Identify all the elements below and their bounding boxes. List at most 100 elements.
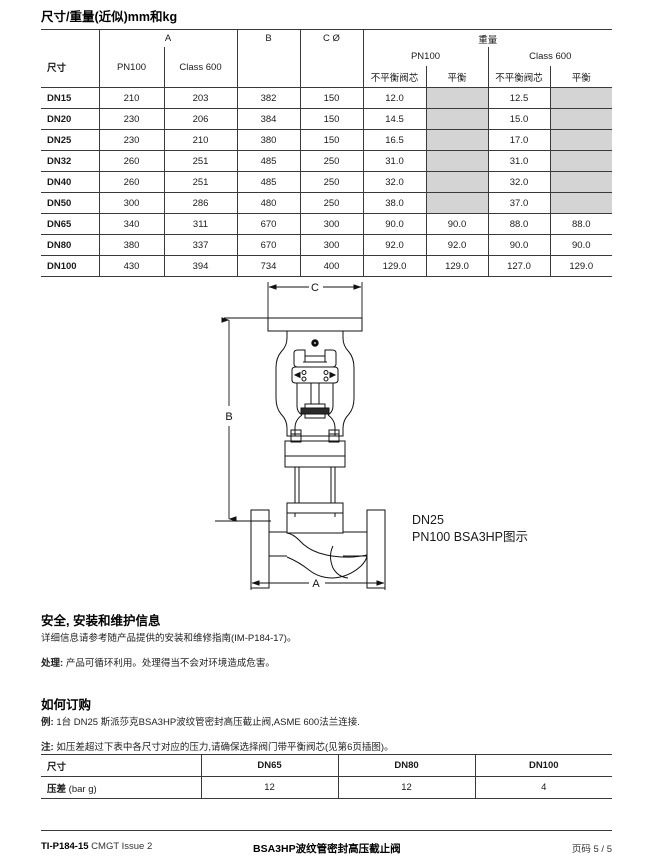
cell-size: DN100 [41, 255, 99, 277]
cell-w-c600-bal [549, 171, 613, 193]
cell-a-pn100: 210 [98, 87, 164, 109]
cell-w-pn100-unbal: 90.0 [362, 213, 426, 235]
cell-a-class600: 251 [163, 171, 237, 193]
safety-section: 安全, 安装和维护信息 详细信息请参考随产品提供的安装和维修指南(IM-P184… [41, 610, 296, 671]
valve-caption-line-2: PN100 BSA3HP图示 [412, 529, 529, 544]
cell-b: 480 [236, 192, 300, 214]
cell-w-pn100-bal [425, 171, 488, 193]
cell-c: 150 [299, 129, 363, 151]
cell-w-c600-bal [549, 192, 613, 214]
valve-body-flange [286, 502, 344, 534]
dimensions-weight-table: A B C Ø 重量 尺寸 PN100 Class 600 PN100 Clas… [41, 29, 613, 277]
cell-w-c600-bal [549, 150, 613, 172]
valve-indicator-plate [291, 366, 339, 384]
cell-w-c600-bal: 129.0 [549, 255, 613, 277]
cell-w-pn100-bal: 90.0 [425, 213, 488, 235]
cell-w-c600-bal [549, 108, 613, 130]
dimension-label-c: C [311, 282, 319, 294]
cell-w-pn100-bal [425, 108, 488, 130]
header-pn100-unbalanced: 不平衡阀芯 [362, 66, 426, 88]
cell-w-c600-bal: 90.0 [549, 234, 613, 256]
cell-w-c600-unbal: 12.5 [487, 87, 550, 109]
cell-w-pn100-bal [425, 192, 488, 214]
ordering-section-title: 如何订购 [41, 698, 92, 712]
cell-size: DN50 [41, 192, 99, 214]
pressure-value-dn65: 12 [200, 776, 338, 799]
cell-size: DN65 [41, 213, 99, 235]
disposal-text: 产品可循环利用。处理得当不会对环境造成危害。 [65, 657, 275, 669]
pressure-value-dn80: 12 [337, 776, 475, 799]
cell-a-class600: 203 [163, 87, 237, 109]
cell-b: 734 [236, 255, 300, 277]
cell-w-pn100-unbal: 129.0 [362, 255, 426, 277]
ordering-note-line: 注: 如压差超过下表中各尺寸对应的压力,请确保选择阀门带平衡阀芯(见第6页插图)… [41, 741, 394, 755]
cell-size: DN20 [41, 108, 99, 130]
valve-lower-yoke [290, 414, 340, 443]
cell-b: 670 [236, 213, 300, 235]
header-a: A [98, 29, 237, 47]
cell-c: 400 [299, 255, 363, 277]
valve-bonnet [275, 330, 355, 437]
pressure-table-header-row: 尺寸 DN65 DN80 DN100 [41, 754, 612, 777]
cell-c: 150 [299, 108, 363, 130]
cell-b: 485 [236, 150, 300, 172]
header-class600-unbalanced: 不平衡阀芯 [487, 66, 550, 88]
cell-c: 150 [299, 87, 363, 109]
cell-a-class600: 251 [163, 150, 237, 172]
header-a-pn100: PN100 [98, 47, 164, 88]
header-weight: 重量 [362, 29, 613, 47]
header-c: C Ø [299, 29, 363, 47]
cell-b: 670 [236, 234, 300, 256]
cell-w-c600-unbal: 37.0 [487, 192, 550, 214]
cell-w-c600-unbal: 88.0 [487, 213, 550, 235]
header-a-class600: Class 600 [163, 47, 237, 88]
pressure-label-text: 压差 [47, 783, 67, 795]
header-pn100-balanced: 平衡 [425, 66, 488, 88]
pressure-table-row-label: 压差 (bar g) [41, 776, 201, 799]
footer-doc-code: TI-P184-15 [41, 841, 89, 852]
cell-w-c600-unbal: 32.0 [487, 171, 550, 193]
cell-w-pn100-unbal: 14.5 [362, 108, 426, 130]
cell-a-pn100: 380 [98, 234, 164, 256]
dimension-label-a: A [312, 578, 320, 590]
pressure-table-size-label: 尺寸 [41, 754, 201, 777]
table-header-row-3: 不平衡阀芯 平衡 不平衡阀芯 平衡 [41, 66, 613, 88]
header-b-value [236, 47, 300, 88]
cell-size: DN32 [41, 150, 99, 172]
cell-a-pn100: 230 [98, 129, 164, 151]
ordering-section: 如何订购 例: 1台 DN25 斯派莎克BSA3HP波纹管密封高压截止阀,ASM… [41, 694, 394, 755]
valve-bellows [300, 403, 330, 419]
cell-w-pn100-bal: 129.0 [425, 255, 488, 277]
cell-a-class600: 311 [163, 213, 237, 235]
valve-body [250, 509, 386, 589]
cell-w-c600-unbal: 90.0 [487, 234, 550, 256]
ordering-note-label: 注: [41, 741, 54, 753]
cell-a-pn100: 340 [98, 213, 164, 235]
disposal-line: 处理: 产品可循环利用。处理得当不会对环境造成危害。 [41, 657, 296, 671]
pressure-table-col-dn65: DN65 [200, 754, 338, 777]
ordering-example-label: 例: [41, 717, 54, 728]
cell-a-class600: 337 [163, 234, 237, 256]
cell-w-c600-bal [549, 129, 613, 151]
cell-a-class600: 394 [163, 255, 237, 277]
header-c-value [299, 47, 363, 88]
valve-caption: DN25 PN100 BSA3HP图示 [412, 512, 528, 546]
header-class600-balanced: 平衡 [549, 66, 613, 88]
header-blank-size [41, 29, 99, 47]
valve-yoke [293, 349, 337, 368]
cell-a-class600: 210 [163, 129, 237, 151]
pressure-value-dn100: 4 [474, 776, 612, 799]
table-header-row-1: A B C Ø 重量 [41, 29, 613, 47]
cell-a-pn100: 230 [98, 108, 164, 130]
cell-w-c600-unbal: 127.0 [487, 255, 550, 277]
cell-w-pn100-bal [425, 129, 488, 151]
pressure-table-col-dn100: DN100 [474, 754, 612, 777]
footer-doc-suffix: CMGT Issue 2 [91, 841, 153, 852]
cell-w-c600-unbal: 31.0 [487, 150, 550, 172]
cell-w-pn100-unbal: 38.0 [362, 192, 426, 214]
